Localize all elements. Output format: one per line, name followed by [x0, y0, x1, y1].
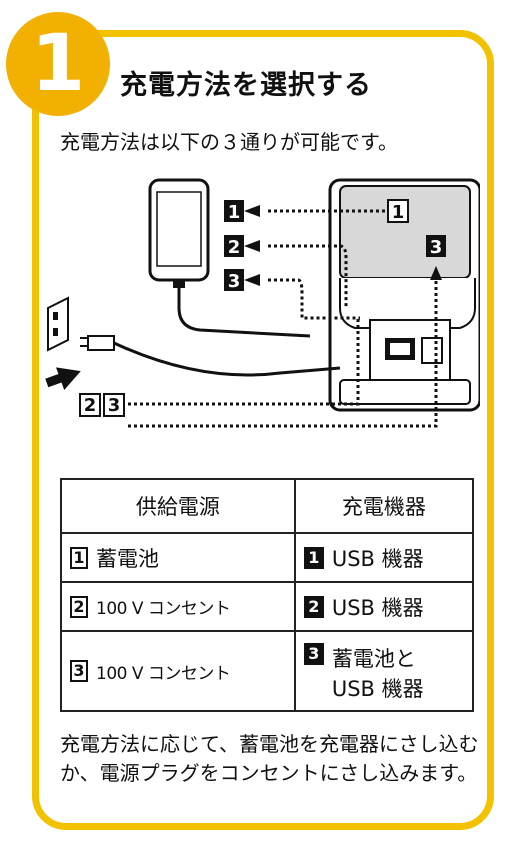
charging-diagram: 1 2 3 1 3 2 3 [45, 178, 480, 428]
device-cell: USB 機器 [331, 546, 424, 571]
diagram-label-2: 2 [228, 237, 241, 258]
source-cell: 蓄電池 [96, 546, 159, 571]
insert-arrow-icon [45, 367, 81, 390]
plug-icon [80, 335, 115, 351]
diagram-label-3: 3 [228, 271, 241, 292]
charger-label-3: 3 [430, 237, 443, 258]
source-cell: 100 V コンセント [96, 663, 231, 684]
source-cell: 100 V コンセント [96, 599, 231, 619]
bottom-label-2: 2 [84, 395, 97, 416]
header-source: 供給電源 [60, 478, 296, 534]
page-title: 充電方法を選択する [120, 70, 372, 101]
header-device: 充電機器 [293, 478, 475, 534]
outro-text: 充電方法に応じて、蓄電池を充電器にさし込むか、電源プラグをコンセントにさし込みま… [60, 732, 479, 785]
device-cell: USB 機器 [331, 595, 424, 620]
outlet-icon [47, 296, 69, 352]
step-number: 1 [30, 19, 86, 109]
step-badge: 1 [6, 12, 110, 116]
intro-text: 充電方法は以下の３通りが可能です。 [60, 130, 398, 154]
charger-label-1: 1 [392, 202, 405, 223]
bottom-label-3: 3 [108, 395, 121, 416]
diagram-label-1: 1 [228, 202, 241, 223]
smartphone-icon [148, 178, 210, 288]
